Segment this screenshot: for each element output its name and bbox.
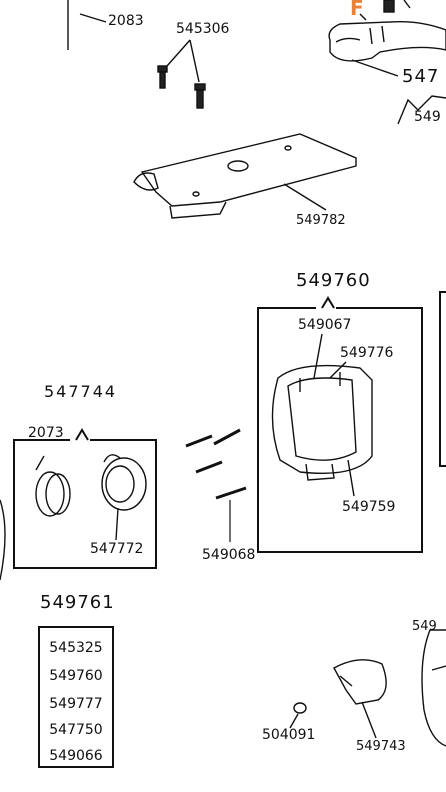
label-549743: 549743 bbox=[356, 739, 406, 754]
top-right-assembly-drawing bbox=[328, 0, 446, 125]
screw-504091-drawing bbox=[289, 702, 307, 729]
kit-549761-list: 545325 549760 549777 547750 549066 bbox=[38, 626, 114, 768]
label-549759: 549759 bbox=[342, 499, 396, 515]
label-549068: 549068 bbox=[202, 547, 256, 563]
label-549067: 549067 bbox=[298, 317, 352, 333]
label-549776: 549776 bbox=[340, 345, 394, 361]
label-549782: 549782 bbox=[296, 213, 346, 228]
base-plate-549782-drawing bbox=[133, 133, 357, 219]
label-2073: 2073 bbox=[28, 425, 64, 441]
label-547772: 547772 bbox=[90, 541, 144, 557]
shaft-2083-drawing bbox=[67, 0, 107, 50]
kit-item: 549777 bbox=[49, 696, 103, 712]
box-549760-drawing bbox=[257, 296, 423, 553]
label-549760: 549760 bbox=[296, 270, 371, 291]
screws-549068-drawing bbox=[185, 428, 247, 542]
bracket-549743-drawing bbox=[333, 659, 387, 739]
label-504091: 504091 bbox=[262, 727, 316, 743]
label-2083: 2083 bbox=[108, 13, 144, 29]
label-549761: 549761 bbox=[40, 592, 115, 613]
box-547744-drawing bbox=[13, 428, 157, 569]
left-edge-arc bbox=[0, 499, 6, 581]
kit-item: 549760 bbox=[49, 668, 103, 684]
label-549-right: 549 bbox=[412, 619, 437, 634]
orange-mark: F bbox=[350, 0, 364, 20]
kit-item: 547750 bbox=[49, 722, 103, 738]
label-549-top: 549 bbox=[414, 109, 441, 125]
kit-item: 545325 bbox=[49, 640, 103, 656]
screws-545306-drawing bbox=[157, 39, 206, 109]
label-547-top: 547 bbox=[402, 66, 440, 87]
label-545306: 545306 bbox=[176, 21, 230, 37]
right-edge-box-fragment bbox=[439, 291, 446, 467]
kit-item: 549066 bbox=[49, 748, 103, 764]
label-547744: 547744 bbox=[44, 382, 118, 401]
right-edge-partial-part bbox=[421, 629, 446, 747]
